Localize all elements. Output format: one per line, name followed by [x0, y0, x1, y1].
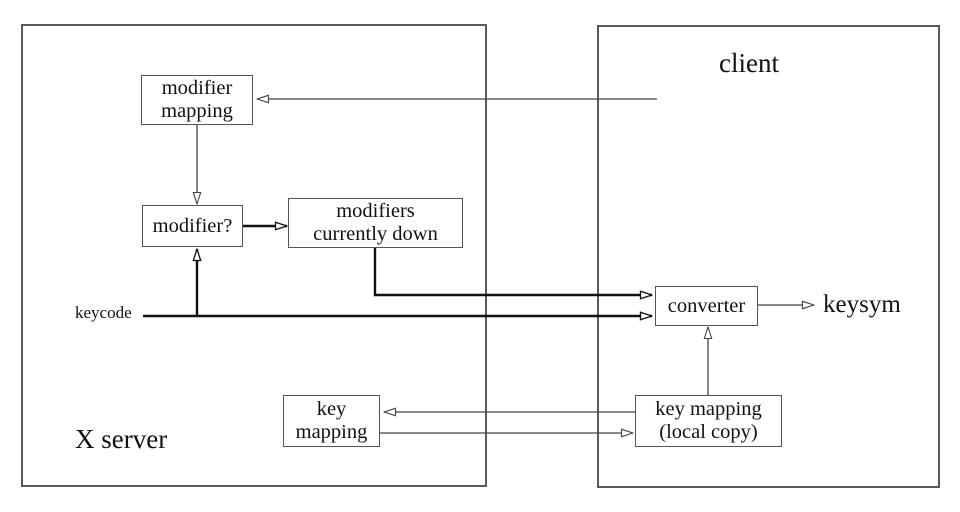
modifier-check-node: modifier?: [142, 205, 243, 247]
x-server-region-label: X server: [75, 424, 168, 454]
key-mapping-server-node: key mapping: [283, 395, 380, 447]
converter-node: converter: [655, 286, 758, 326]
x-server-region-box: [21, 24, 487, 487]
client-region-label: client: [719, 48, 779, 78]
keysym-label: keysym: [823, 291, 901, 318]
key-mapping-local-copy-node: key mapping (local copy): [635, 395, 782, 447]
arrow-modifiers-down-to-converter: [373, 248, 652, 295]
client-region-box: [597, 25, 940, 488]
modifiers-currently-down-node: modifiers currently down: [288, 198, 463, 248]
modifier-mapping-node: modifier mapping: [141, 75, 253, 125]
keycode-label: keycode: [75, 303, 132, 322]
